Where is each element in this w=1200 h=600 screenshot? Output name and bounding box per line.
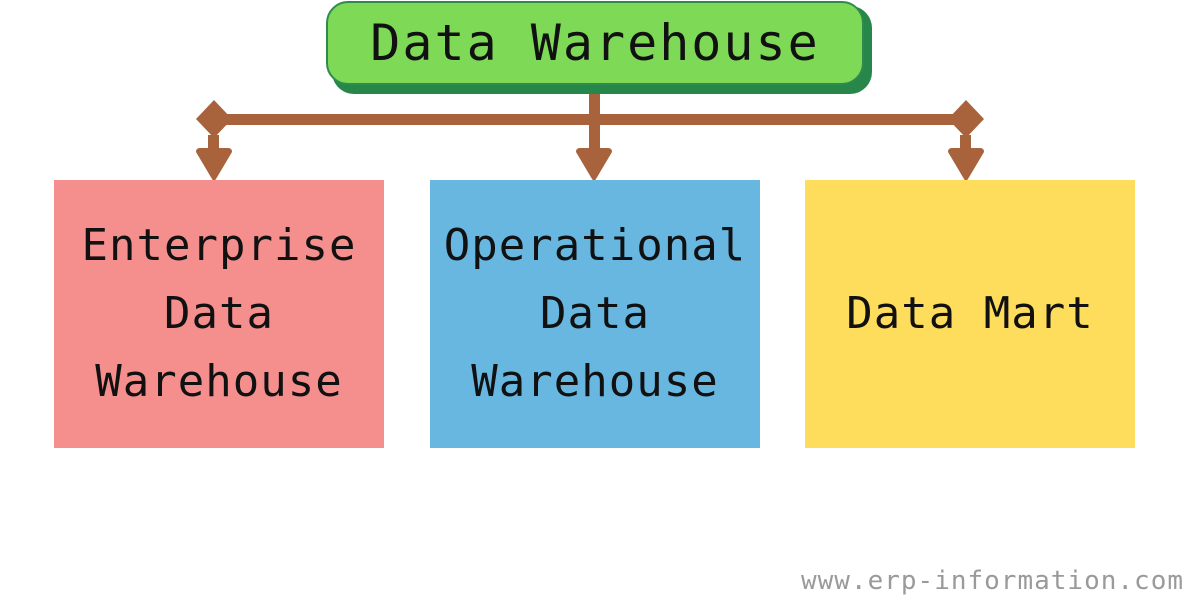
connector-right-stem (960, 135, 971, 159)
root-node-data-warehouse: Data Warehouse (326, 1, 864, 85)
connector-middle-arrowhead (576, 148, 612, 181)
connector-root-stem (589, 90, 600, 160)
box-data-mart-label: Data Mart (846, 280, 1093, 348)
connector-left-arrowhead (196, 148, 232, 181)
box-operational-data-warehouse-label: Operational Data Warehouse (444, 212, 746, 416)
label-line: Enterprise (81, 220, 357, 271)
connector-left-stem (208, 135, 219, 159)
label-line: Data (164, 288, 274, 339)
label-line: Data (540, 288, 650, 339)
box-enterprise-data-warehouse-label: Enterprise Data Warehouse (82, 212, 357, 416)
label-line: Data Mart (846, 288, 1094, 339)
label-line: Warehouse (95, 356, 343, 407)
label-line: Operational (443, 220, 747, 271)
box-enterprise-data-warehouse: Enterprise Data Warehouse (54, 180, 384, 448)
connector-left-diamond (196, 100, 232, 138)
root-node-label: Data Warehouse (370, 14, 820, 72)
label-line: Warehouse (471, 356, 719, 407)
connector-right-arrowhead (948, 148, 984, 181)
box-data-mart: Data Mart (805, 180, 1135, 448)
watermark-text: www.erp-information.com (800, 566, 1184, 596)
connector-right-diamond (948, 100, 984, 138)
box-operational-data-warehouse: Operational Data Warehouse (430, 180, 760, 448)
